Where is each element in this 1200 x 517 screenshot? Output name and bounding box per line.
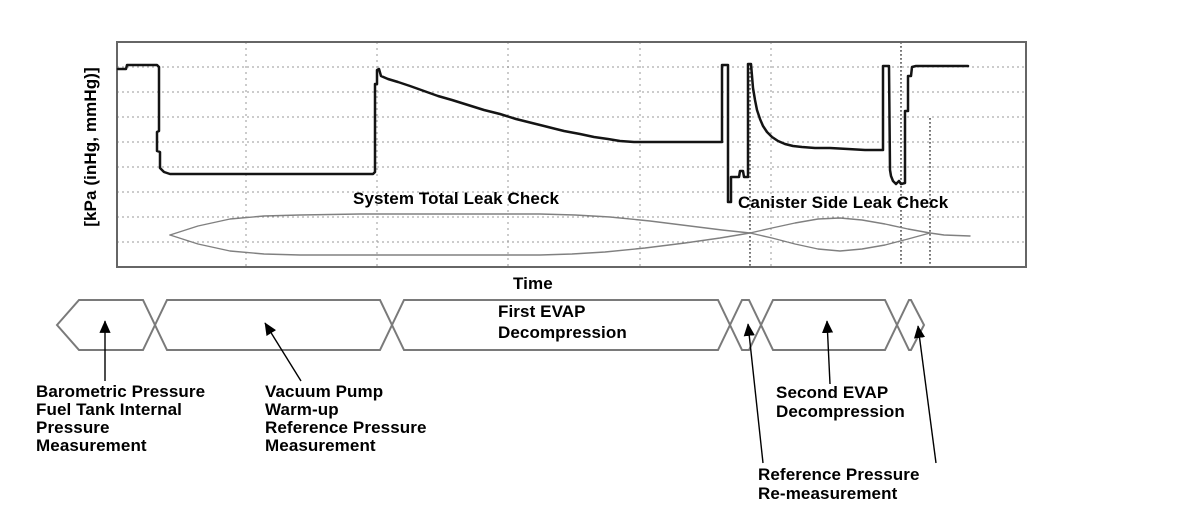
callout-line: Barometric Pressure [36, 382, 206, 401]
callout-vacuum-pump-warmup: Vacuum Pump Warm-up Reference Pressure M… [265, 383, 427, 455]
gridlines [117, 42, 1026, 267]
callout-second-evap-decompression: Second EVAP Decompression [776, 383, 905, 421]
callout-line: Reference Pressure [265, 418, 427, 437]
callout-line: Pressure [36, 418, 110, 437]
purge-envelope-curves [169, 213, 971, 256]
x-axis-label: Time [513, 274, 553, 293]
phase-band [55, 299, 926, 351]
callout-reference-pressure-remeasurement: Reference Pressure Re-measurement [758, 465, 920, 503]
y-axis-label: [kPa (inHg, mmHg)] [81, 67, 100, 227]
phase-label-line: Decompression [498, 323, 627, 342]
phase-marker-lines [749, 42, 931, 267]
callout-arrows [99, 320, 937, 464]
callout-line: Fuel Tank Internal [36, 400, 183, 419]
callout-line: Re-measurement [758, 484, 898, 503]
phase-label-first-evap-decompression: First EVAP Decompression [498, 301, 627, 343]
callout-line: Measurement [265, 436, 376, 455]
callout-barometric-pressure-measurement: Barometric Pressure Fuel Tank Internal P… [36, 383, 205, 455]
callout-line: Vacuum Pump [265, 382, 384, 401]
annotation-canister-side-leak-check: Canister Side Leak Check [738, 193, 949, 212]
phase-label-line: First EVAP [498, 302, 586, 321]
callout-line: Measurement [36, 436, 147, 455]
plot-border [116, 41, 1027, 268]
callout-line: Second EVAP [776, 383, 889, 402]
annotation-system-total-leak-check: System Total Leak Check [353, 189, 560, 208]
callout-line: Decompression [776, 402, 905, 421]
callout-line: Warm-up [265, 400, 339, 419]
pressure-trace [116, 62, 970, 204]
callout-line: Reference Pressure [758, 465, 920, 484]
